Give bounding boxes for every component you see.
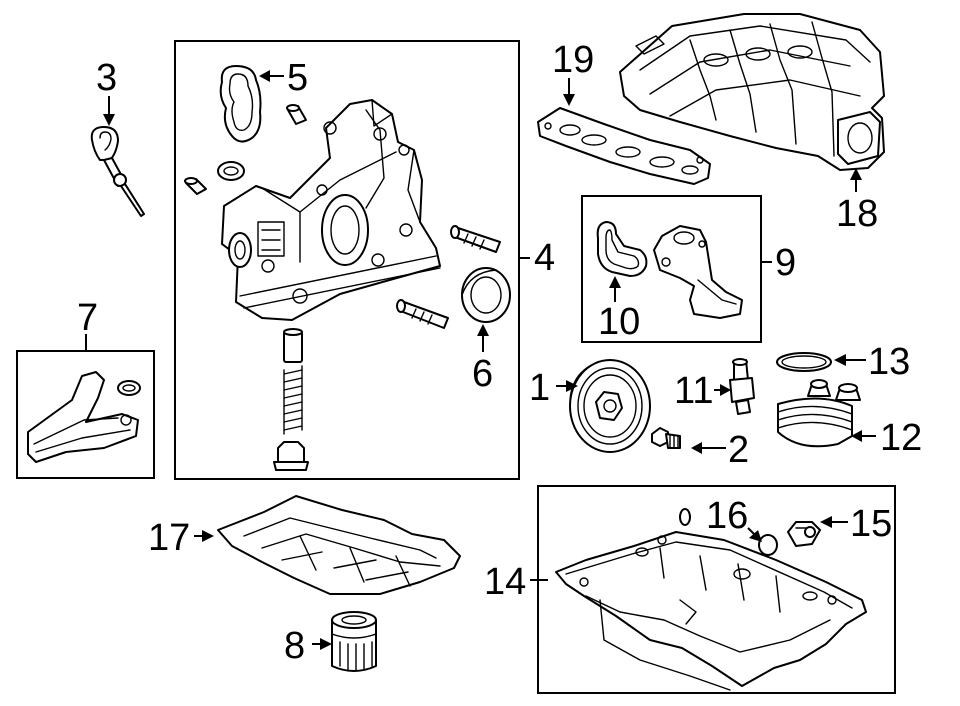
callout-10: 10: [598, 301, 640, 343]
oil-sensor-part: [729, 358, 755, 415]
oil-baffle-part: [217, 495, 461, 595]
callout-14: 14: [484, 561, 526, 603]
dowel-pin-part: [184, 104, 307, 195]
pulley-bolt-part: [651, 427, 681, 449]
crank-pulley-part: [569, 359, 651, 453]
callout-19: 19: [552, 39, 594, 81]
callout-1: 1: [529, 367, 550, 409]
callout-13: 13: [868, 341, 910, 383]
pump-seal-part: [219, 65, 262, 143]
callout-2: 2: [728, 429, 749, 471]
callout-9: 9: [775, 242, 796, 284]
oil-pump-group-frame: [174, 40, 520, 480]
coolant-housing-part: [653, 225, 743, 319]
leader-lines: [85, 70, 876, 650]
callout-18: 18: [836, 193, 878, 235]
callout-3: 3: [96, 57, 117, 99]
oil-pan-group-frame: [537, 485, 896, 694]
callout-15: 15: [850, 503, 892, 545]
callout-5: 5: [287, 57, 308, 99]
callout-7: 7: [77, 297, 98, 339]
drain-plug-part: [787, 521, 821, 547]
housing-gasket-part: [596, 221, 648, 277]
callout-6: 6: [472, 353, 493, 395]
stud-part: [396, 225, 501, 329]
callout-16: 16: [706, 495, 748, 537]
dipstick-part: [90, 126, 145, 217]
oil-pump-part: [221, 99, 441, 321]
mount-bracket-part: [27, 371, 141, 463]
housing-group-frame: [581, 195, 762, 343]
callout-11: 11: [674, 370, 713, 412]
small-o-ring-part: [217, 161, 245, 181]
oil-pan-part: [555, 531, 867, 691]
callout-8: 8: [284, 625, 305, 667]
oil-cooler-part: [777, 379, 861, 448]
callout-12: 12: [880, 417, 922, 459]
intake-manifold-part: [619, 13, 885, 171]
crank-seal-part: [461, 267, 511, 323]
drain-washer-part: [679, 508, 778, 556]
callout-4: 4: [534, 237, 555, 279]
cooler-o-ring-part: [776, 352, 832, 372]
callout-17: 17: [148, 517, 190, 559]
relief-valve-part: [273, 328, 309, 471]
oil-filter-part: [331, 611, 377, 672]
intake-gasket-part: [537, 107, 711, 185]
